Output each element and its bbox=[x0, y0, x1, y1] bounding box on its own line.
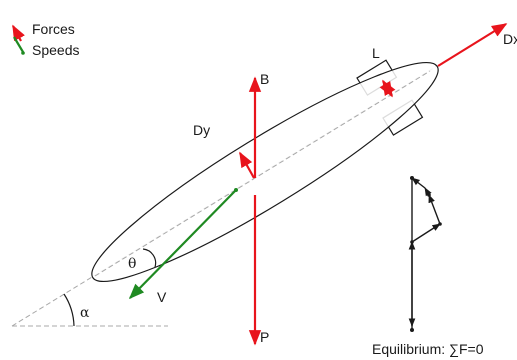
axial-drag-force-arrow bbox=[437, 23, 508, 67]
forces-legend-label: Forces bbox=[32, 21, 75, 37]
speeds-legend-icon bbox=[13, 36, 25, 55]
p-label: P bbox=[260, 329, 269, 345]
speeds-legend-label: Speeds bbox=[32, 42, 79, 58]
alpha-label: α bbox=[80, 305, 90, 321]
airship-body bbox=[91, 59, 439, 283]
alpha-angle-arc bbox=[63, 293, 75, 327]
theta-label: θ bbox=[128, 256, 136, 272]
legend: Forces Speeds bbox=[12, 21, 79, 58]
velocity-vector bbox=[128, 188, 238, 300]
l-label: L bbox=[372, 45, 380, 61]
lateral-drag-force-arrow bbox=[239, 151, 255, 179]
b-label: B bbox=[260, 71, 269, 87]
dy-label: Dy bbox=[193, 122, 210, 138]
forces-legend-icon bbox=[12, 24, 25, 42]
equilibrium-vector-polygon bbox=[408, 176, 442, 332]
equilibrium-caption: Equilibrium: ∑F=0 bbox=[372, 341, 484, 357]
v-label: V bbox=[157, 289, 167, 305]
lift-force-arrow bbox=[379, 79, 396, 98]
theta-angle-arc bbox=[142, 248, 157, 268]
dx-label: Dx bbox=[503, 31, 517, 47]
airship-hull bbox=[91, 61, 439, 283]
